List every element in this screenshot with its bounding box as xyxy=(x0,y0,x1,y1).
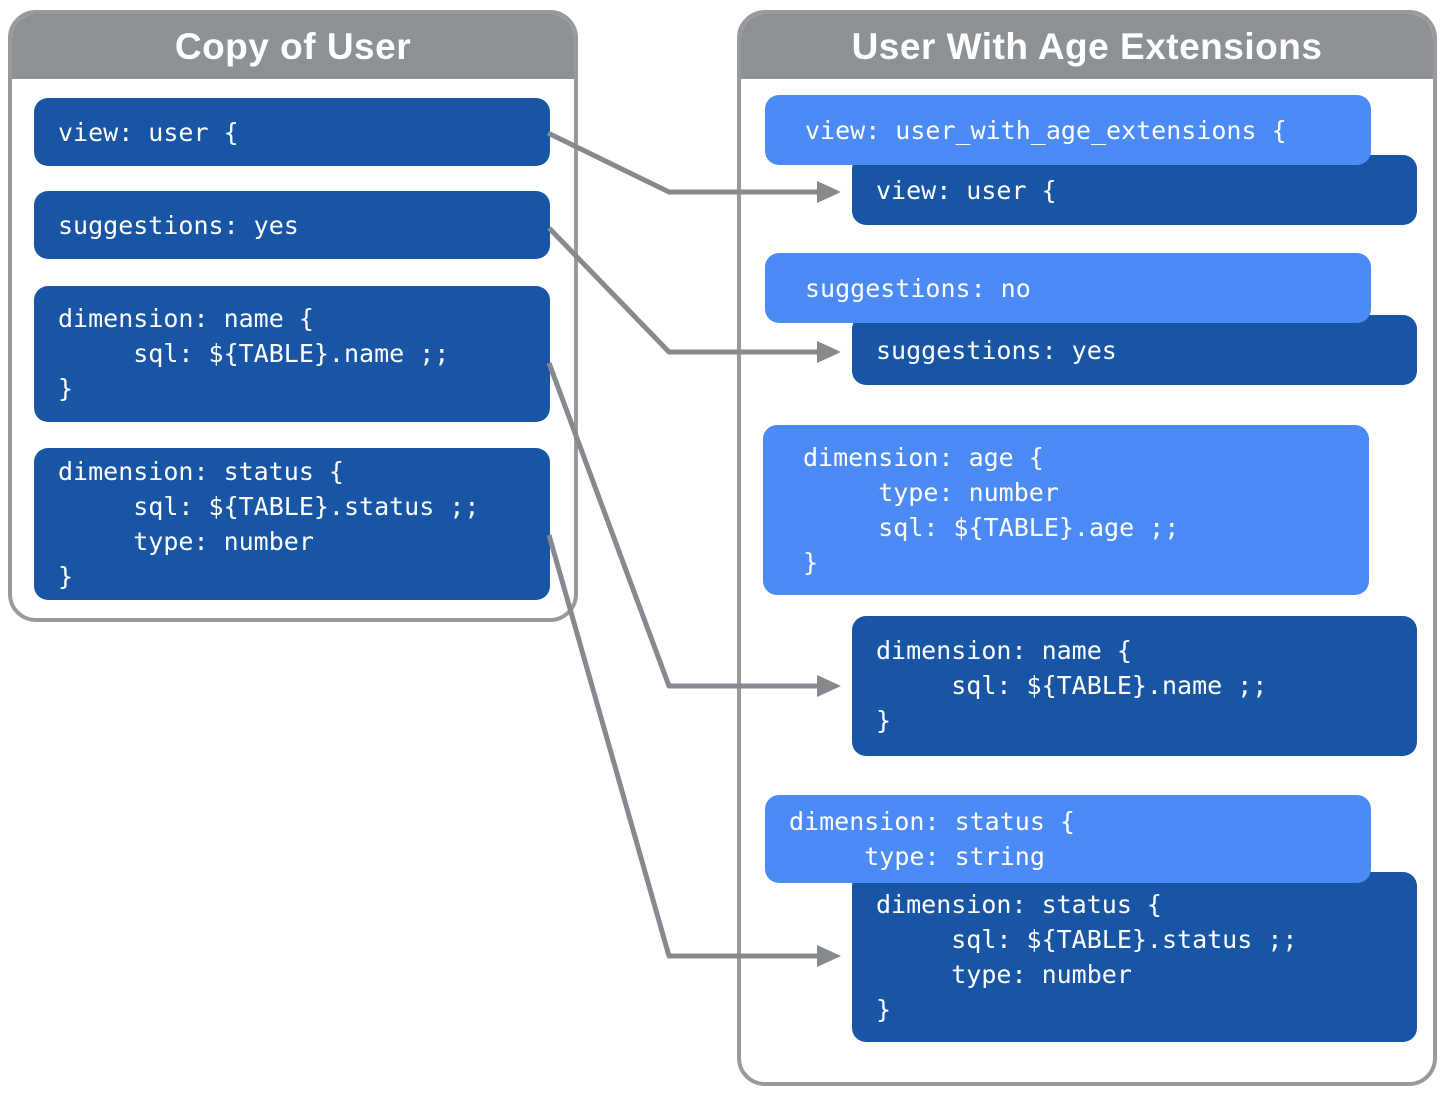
code-block-suggestions-inherited: suggestions: yes xyxy=(852,315,1417,385)
panel-title: User With Age Extensions xyxy=(851,25,1323,67)
panel-title: Copy of User xyxy=(174,25,412,67)
panel-copy-of-user: Copy of User view: user { suggestions: y… xyxy=(8,10,578,622)
panel-header: User With Age Extensions xyxy=(741,14,1433,79)
code-block-dimension-status-inherited: dimension: status { sql: ${TABLE}.status… xyxy=(852,872,1417,1042)
panel-user-with-age-extensions: User With Age Extensions view: user_with… xyxy=(737,10,1437,1086)
code-block-dimension-status: dimension: status { sql: ${TABLE}.status… xyxy=(34,448,550,600)
code-block-suggestions-yes: suggestions: yes xyxy=(34,191,550,259)
code-block-dimension-name-inherited: dimension: name { sql: ${TABLE}.name ;; … xyxy=(852,616,1417,756)
code-block-dimension-age: dimension: age { type: number sql: ${TAB… xyxy=(763,425,1369,595)
code-block-view-extended: view: user_with_age_extensions { xyxy=(765,95,1371,165)
code-block-view-inherited: view: user { xyxy=(852,155,1417,225)
code-block-dimension-name: dimension: name { sql: ${TABLE}.name ;; … xyxy=(34,286,550,422)
code-block-view-user: view: user { xyxy=(34,98,550,166)
code-block-dimension-status-override: dimension: status { type: string xyxy=(765,795,1371,883)
code-block-suggestions-override: suggestions: no xyxy=(765,253,1371,323)
panel-header: Copy of User xyxy=(12,14,574,79)
